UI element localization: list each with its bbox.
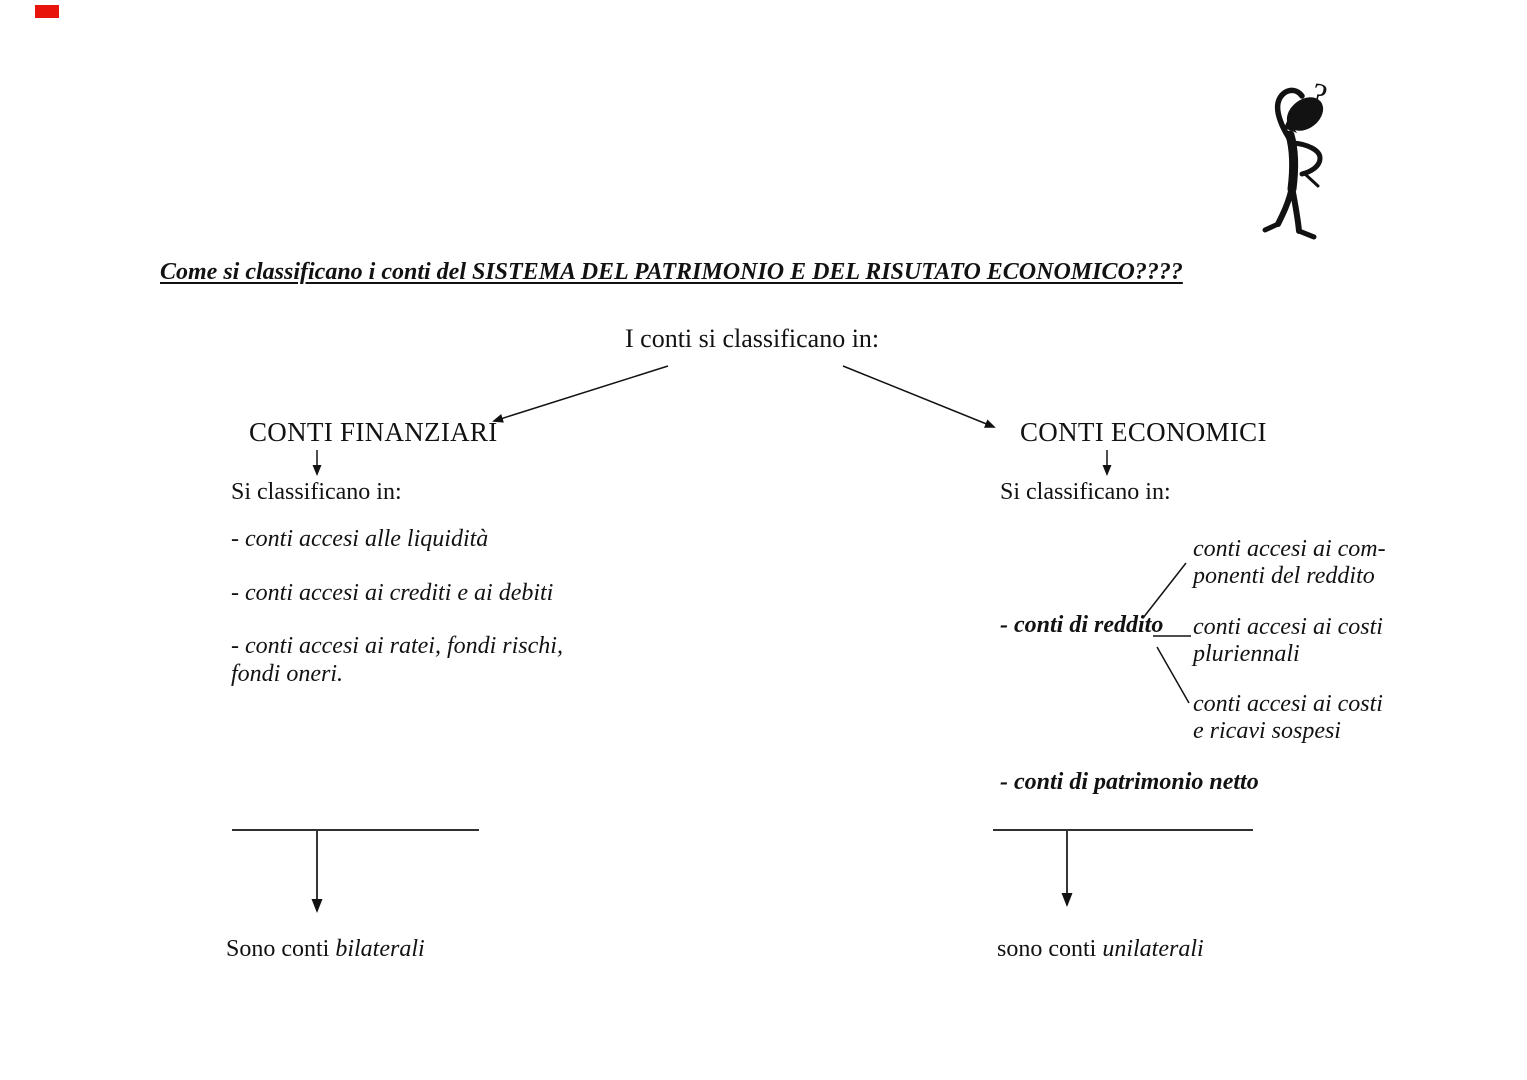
- left-subheading: Si classificano in:: [231, 479, 402, 505]
- heading-conti-finanziari: CONTI FINANZIARI: [249, 417, 498, 447]
- branch-line-lower: [1156, 646, 1190, 704]
- right-footer-italic: unilaterali: [1102, 936, 1204, 962]
- arrow-center-to-economici: [842, 365, 996, 428]
- figure-wrist: [1303, 172, 1320, 188]
- intro-text: I conti si classificano in:: [625, 324, 880, 353]
- figure-left-foot: [1262, 221, 1281, 233]
- right-footer-prefix: sono conti: [997, 936, 1103, 962]
- left-item-ratei-fondi: - conti accesi ai ratei, fondi rischi, f…: [231, 633, 563, 687]
- page-title: Come si classificano i conti del SISTEMA…: [160, 259, 1183, 285]
- heading-conti-economici: CONTI ECONOMICI: [1020, 417, 1267, 447]
- arrow-center-to-finanziari: [492, 365, 669, 423]
- right-footer: sono conti unilaterali: [997, 936, 1204, 963]
- right-subheading: Si classificano in:: [1000, 479, 1171, 505]
- branch-line-upper: [1142, 562, 1187, 619]
- right-item-patrimonio-netto: - conti di patrimonio netto: [1000, 769, 1259, 795]
- figure-right-leg: [1289, 184, 1302, 234]
- left-footer: Sono conti bilaterali: [226, 936, 425, 963]
- figure-right-foot: [1296, 228, 1317, 240]
- figure-raised-arm: [1274, 87, 1305, 141]
- left-item-liquidita: - conti accesi alle liquidità: [231, 526, 489, 552]
- red-corner-mark: [35, 5, 59, 18]
- left-footer-italic: bilaterali: [335, 936, 425, 962]
- figure-head: [1286, 97, 1324, 131]
- branch-costi-ricavi-sospesi: conti accesi ai costi e ricavi sospesi: [1193, 691, 1383, 744]
- left-item-crediti-debiti: - conti accesi ai crediti e ai debiti: [231, 580, 554, 606]
- figure-torso: [1285, 130, 1299, 194]
- branch-costi-pluriennali: conti accesi ai costi pluriennali: [1193, 614, 1383, 667]
- right-item-conti-di-reddito: - conti di reddito: [1000, 612, 1164, 638]
- branch-componenti-reddito: conti accesi ai com- ponenti del reddito: [1193, 536, 1386, 589]
- figure-akimbo-arm: [1290, 140, 1323, 177]
- left-footer-prefix: Sono conti: [226, 936, 336, 962]
- figure-chin: [1284, 119, 1297, 133]
- thinking-person-figure: ?: [1262, 77, 1330, 240]
